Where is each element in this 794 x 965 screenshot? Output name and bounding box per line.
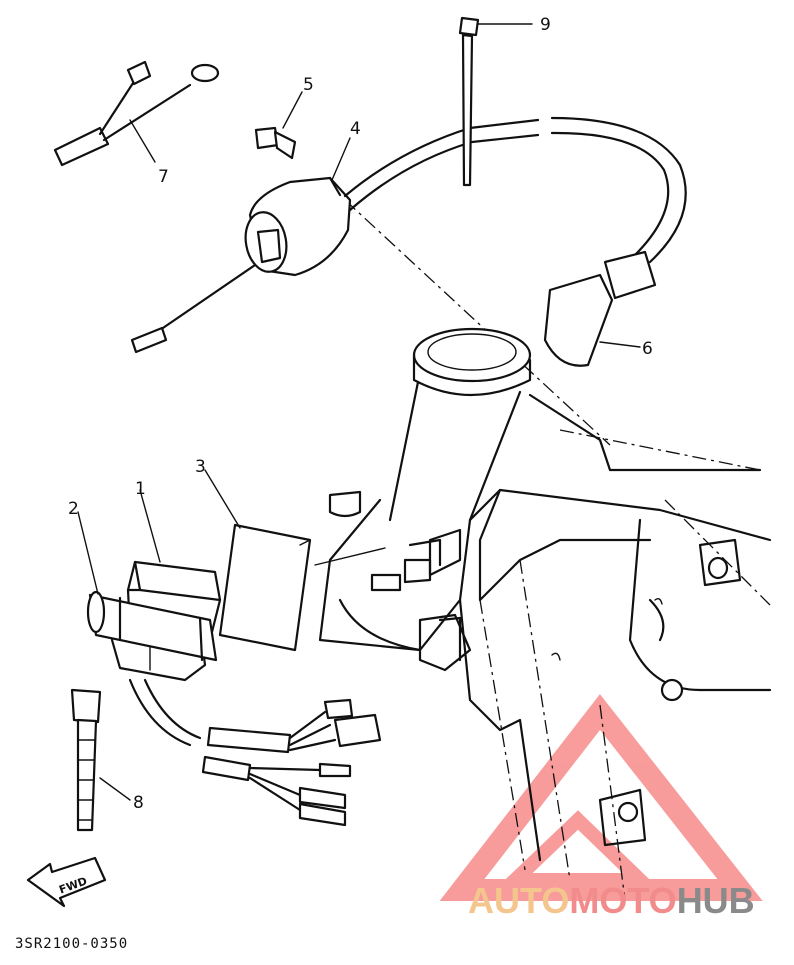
- spark-plug-lead: [343, 116, 687, 264]
- part-code: 3SR2100-0350: [15, 936, 128, 952]
- watermark-moto: MOTO: [569, 880, 676, 921]
- callout-9: 9: [540, 15, 551, 35]
- lead-wire: [53, 60, 220, 167]
- spark-plug-cap: [543, 250, 657, 367]
- callout-1: 1: [135, 479, 146, 499]
- bolt: [254, 126, 297, 160]
- forward-direction-arrow: FWD: [26, 856, 107, 908]
- watermark-text: AUTOMOTOHUB: [468, 880, 755, 921]
- frame-steering-head: [318, 327, 772, 862]
- callout-3: 3: [195, 457, 206, 477]
- callout-7: 7: [158, 167, 169, 187]
- cdi-band: [86, 590, 218, 662]
- callout-4: 4: [350, 119, 361, 139]
- watermark-auto: AUTO: [468, 880, 569, 921]
- rubber-sheet: [218, 523, 312, 652]
- watermark-hub: HUB: [677, 880, 755, 921]
- callout-8: 8: [133, 793, 144, 813]
- callout-labels: 1 2 3 4 5 6 7 8 9: [68, 15, 653, 813]
- callout-2: 2: [68, 499, 79, 519]
- cdi-wiring-harness: [128, 678, 382, 827]
- ignition-coil: [130, 176, 352, 354]
- callout-5: 5: [303, 75, 314, 95]
- frame-centerlines: [344, 199, 771, 901]
- cable-tie-large: [70, 688, 102, 832]
- callout-6: 6: [642, 339, 653, 359]
- leader-lines: [77, 23, 641, 801]
- cable-tie-small: [458, 16, 480, 187]
